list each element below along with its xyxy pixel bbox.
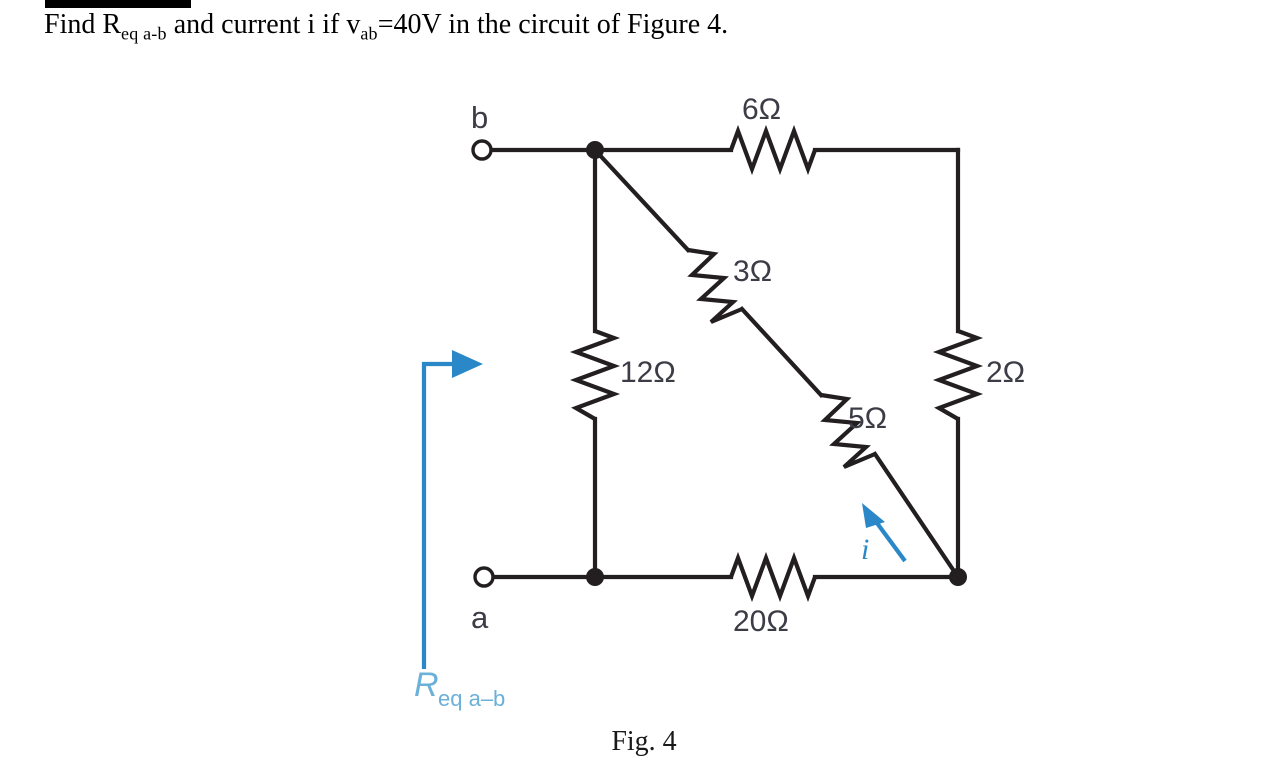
r-12-ohm-symbol (569, 329, 621, 421)
r-6-ohm-label: 6Ω (742, 93, 781, 126)
problem-text-mid: and current i if v (166, 9, 361, 40)
figure-caption: Fig. 4 (611, 726, 677, 757)
req-arrowhead (452, 350, 483, 378)
r-2-ohm-symbol (932, 329, 984, 421)
current-label: i (861, 533, 869, 566)
r-20-ohm-label: 20Ω (733, 605, 789, 638)
wire-diagonal-middle (739, 306, 824, 398)
req-symbol-label: R (414, 666, 439, 704)
current-arrow-shaft (872, 517, 907, 563)
node-dot-top-left (586, 141, 604, 159)
r-6-ohm-symbol (729, 124, 817, 176)
terminal-b-circle (471, 139, 493, 161)
problem-text-suffix: =40V in the circuit of Figure 4. (377, 9, 729, 40)
r-3-ohm-label: 3Ω (733, 255, 772, 288)
r-2-ohm-label: 2Ω (986, 356, 1025, 389)
r-5-ohm-label: 5Ω (848, 402, 887, 435)
redaction-bar (45, 0, 191, 8)
r-3-ohm-symbol (687, 247, 743, 324)
req-subscript-label: eq a–b (438, 686, 505, 711)
wire-diagonal-upper (592, 147, 691, 253)
current-arrowhead (862, 503, 885, 528)
node-dot-bottom-left (586, 568, 604, 586)
wire-diagonal-lower (872, 451, 961, 580)
node-dot-bottom-right (949, 568, 967, 586)
r-12-ohm-label: 12Ω (620, 356, 676, 389)
terminal-a-circle (473, 566, 495, 588)
problem-statement: Find Req a-b and current i if vab=40V in… (44, 9, 1244, 44)
req-arrow-path (421, 361, 457, 669)
terminal-b-label: b (471, 100, 488, 135)
r-20-ohm-symbol (729, 551, 817, 603)
vab-subscript-text: ab (360, 23, 378, 44)
problem-text-prefix: Find R (44, 9, 122, 40)
req-subscript-text: eq a-b (121, 23, 167, 44)
terminal-a-label: a (471, 600, 489, 635)
r-5-ohm-symbol (820, 392, 876, 469)
